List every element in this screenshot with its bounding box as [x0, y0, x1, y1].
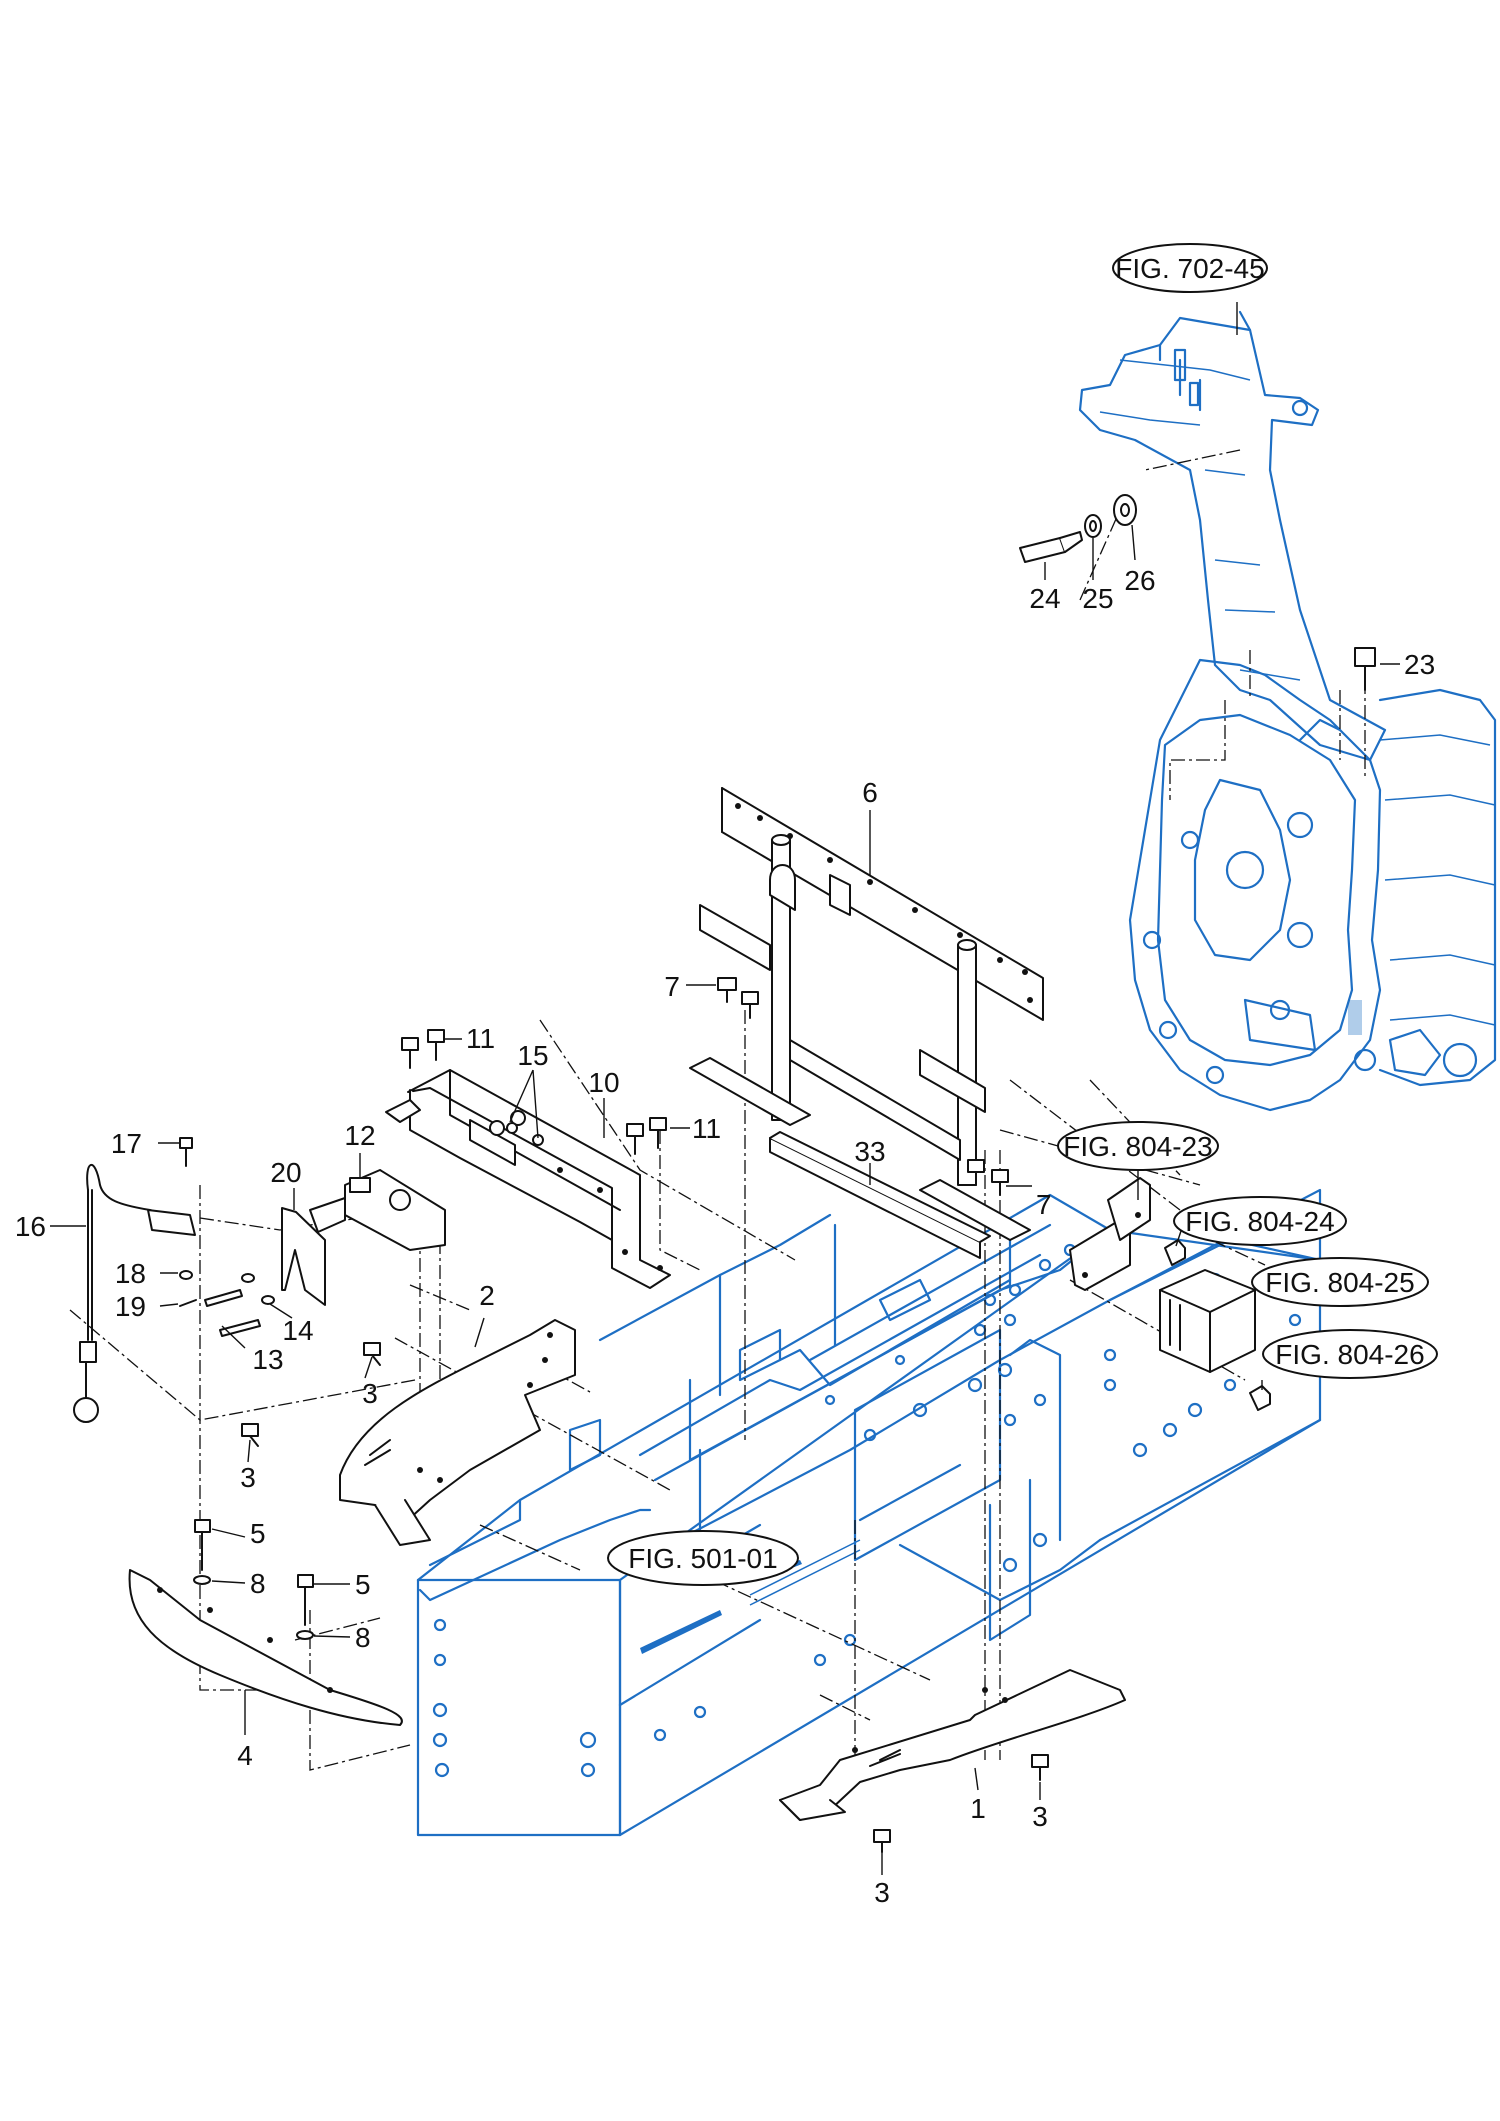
part-label-26: 26: [1124, 565, 1155, 596]
washer-25: [1084, 514, 1102, 538]
bolt-3-d: [873, 1829, 891, 1853]
bolt-11-left: [401, 1029, 445, 1069]
part-label-3: 3: [240, 1462, 256, 1493]
bolt-5-8-lower: [296, 1574, 314, 1640]
hardware-13-14: [204, 1273, 275, 1337]
part-label-1: 1: [970, 1793, 986, 1824]
leader-lines: [50, 302, 1400, 1875]
bolt-3-b: [241, 1423, 259, 1447]
lower-cover-plate: [779, 1669, 1126, 1821]
part-label-11: 11: [466, 1023, 495, 1054]
fig-804-24-fastener: [1164, 1239, 1186, 1266]
part-label-25: 25: [1082, 583, 1113, 614]
part-label-12: 12: [344, 1120, 375, 1151]
fig-804-26-fastener: [1249, 1385, 1271, 1411]
part-label-5: 5: [355, 1569, 371, 1600]
part-label-33: 33: [854, 1136, 885, 1167]
part-label-18: 18: [115, 1258, 146, 1289]
bolt-23: [1354, 647, 1376, 691]
support-beam: [385, 1069, 671, 1289]
bolt-11-right: [626, 1117, 667, 1155]
fig-804-24-label: FIG. 804-24: [1185, 1206, 1334, 1237]
part-label-20: 20: [270, 1157, 301, 1188]
upper-support-bracket-reference: [1078, 310, 1387, 762]
part-label-3: 3: [362, 1378, 378, 1409]
pin-24: [1019, 531, 1083, 563]
part-label-24: 24: [1029, 583, 1060, 614]
part-label-10: 10: [588, 1067, 619, 1098]
fig-702-45-label: FIG. 702-45: [1115, 253, 1264, 284]
hardware-17-18-19: [179, 1137, 197, 1307]
part-label-13: 13: [252, 1344, 283, 1375]
part-number-labels: 6 7 7 11 11 10 15 12 20 17 16 18 19 13 1…: [15, 565, 1435, 1908]
fig-804-23-callout: FIG. 804-23: [1057, 1121, 1219, 1171]
fig-804-25-callout: FIG. 804-25: [1251, 1257, 1429, 1307]
washer-26: [1113, 494, 1137, 526]
part-label-3: 3: [874, 1877, 890, 1908]
transmission-housing-reference: [1128, 658, 1497, 1112]
fig-702-45-callout: FIG. 702-45: [1112, 243, 1268, 293]
part-label-17: 17: [111, 1128, 142, 1159]
lever-bracket: [309, 1169, 446, 1251]
part-label-3: 3: [1032, 1801, 1048, 1832]
fig-804-25-label: FIG. 804-25: [1265, 1267, 1414, 1298]
fig-804-26-callout: FIG. 804-26: [1262, 1329, 1438, 1379]
bolt-3-a: [363, 1342, 381, 1366]
part-label-15: 15: [517, 1040, 548, 1071]
part-label-11: 11: [692, 1113, 721, 1144]
foam-strip: [769, 1131, 991, 1259]
part-label-6: 6: [862, 777, 878, 808]
part-label-7: 7: [1036, 1189, 1052, 1220]
bolt-3-c: [1031, 1754, 1049, 1781]
part-label-19: 19: [115, 1291, 146, 1322]
fig-804-23-label: FIG. 804-23: [1063, 1131, 1212, 1162]
upper-cover-plate: [339, 1319, 576, 1546]
control-cable: [73, 1163, 196, 1423]
part-label-8: 8: [355, 1622, 371, 1653]
bolt-5-8-upper: [193, 1519, 211, 1585]
part-label-5: 5: [250, 1518, 266, 1549]
bolt-7-upper: [717, 977, 759, 1019]
left-cover-plate: [128, 1569, 403, 1726]
part-label-7: 7: [664, 971, 680, 1002]
part-label-16: 16: [15, 1211, 46, 1242]
fig-804-25-component: [1159, 1269, 1256, 1373]
fig-501-01-callout: FIG. 501-01: [607, 1530, 799, 1586]
fig-804-24-callout: FIG. 804-24: [1173, 1196, 1347, 1246]
radiator-support-frame: [689, 787, 1044, 1241]
part-label-4: 4: [237, 1740, 253, 1771]
part-label-2: 2: [479, 1280, 495, 1311]
part-label-8: 8: [250, 1568, 266, 1599]
cable-plate: [281, 1207, 326, 1306]
fig-501-01-label: FIG. 501-01: [628, 1543, 777, 1574]
part-label-23: 23: [1404, 649, 1435, 680]
fig-804-26-label: FIG. 804-26: [1275, 1339, 1424, 1370]
bolt-7-lower: [967, 1159, 1009, 1196]
part-label-14: 14: [282, 1315, 313, 1346]
fig-804-23-bracket: [1069, 1177, 1151, 1291]
